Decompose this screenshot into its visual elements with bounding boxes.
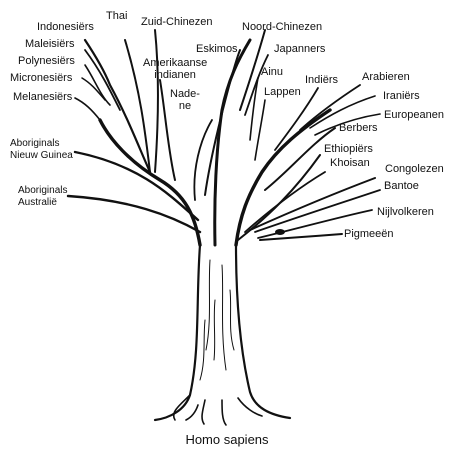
branch-iraniers — [309, 95, 376, 129]
label-ethiopiers: Ethiopiërs — [324, 143, 373, 155]
branch-micronesiers — [81, 77, 106, 101]
label-micronesiers: Micronesiërs — [10, 72, 73, 84]
branch-maleisiers — [84, 49, 121, 111]
label-arabieren: Arabieren — [362, 71, 410, 83]
label-nijlvolkeren: Nijlvolkeren — [377, 206, 434, 218]
branch-noord-chinezen — [239, 29, 266, 111]
label-nadene: Nade- ne — [170, 88, 200, 112]
branch-eskimos — [204, 49, 241, 196]
bark-texture — [199, 259, 235, 381]
branch-nadene — [193, 119, 213, 201]
diagram-caption: Homo sapiens — [185, 432, 269, 447]
label-noord-chinezen: Noord-Chinezen — [242, 21, 323, 33]
branch-main-right — [234, 108, 332, 247]
label-europeanen: Europeanen — [384, 109, 444, 121]
branch-khoisan — [244, 171, 326, 233]
trunk-outline — [153, 243, 292, 422]
label-indonesiers: Indonesiërs — [37, 21, 94, 33]
label-indiers: Indiërs — [305, 74, 339, 86]
branch-congolezen — [249, 177, 376, 231]
label-berbers: Berbers — [339, 122, 378, 134]
branch-bantoe — [254, 189, 381, 233]
label-polynesiers: Polynesiërs — [18, 55, 75, 67]
branch-arabieren — [299, 84, 361, 131]
branch-main-left — [98, 118, 202, 247]
branch-europeanen — [314, 113, 381, 136]
label-pigmeeen: Pigmeeën — [344, 228, 394, 240]
label-lappen: Lappen — [264, 86, 301, 98]
branch-berbers — [264, 127, 336, 191]
branch-amerikaanse — [159, 79, 176, 181]
label-maleisiers: Maleisiërs — [25, 38, 75, 50]
branch-aboriginals-australie — [66, 194, 202, 234]
branch-indonesiers — [83, 38, 152, 174]
label-aboriginals-australie: Aboriginals Australië — [18, 185, 68, 208]
label-bantoe: Bantoe — [384, 180, 419, 192]
label-ainu: Ainu — [261, 66, 284, 78]
branch-polynesiers — [84, 64, 111, 106]
label-thai: Thai — [106, 10, 128, 22]
branch-ainu — [249, 77, 259, 141]
branch-melanesiers — [74, 97, 101, 121]
label-iraniers: Iraniërs — [383, 90, 420, 102]
label-amerikaanse-indianen: Amerikaanse indianen — [143, 57, 208, 81]
branch-zuid-chinezen — [154, 29, 160, 173]
branch-lappen — [254, 99, 266, 161]
label-zuid-chinezen: Zuid-Chinezen — [141, 16, 213, 28]
roots — [172, 394, 263, 426]
branch-aboriginals-nieuw-guinea — [73, 150, 200, 222]
bark-knot — [275, 229, 285, 235]
branch-indiers — [274, 87, 319, 151]
label-aboriginals-nieuw-guinea: Aboriginals Nieuw Guinea — [10, 138, 73, 161]
label-japanners: Japanners — [274, 43, 326, 55]
branch-japanners — [244, 54, 269, 116]
label-congolezen: Congolezen — [385, 163, 444, 175]
label-melanesiers: Melanesiërs — [13, 91, 73, 103]
branch-pigmeeen — [259, 233, 343, 241]
branch-nijlvolkeren — [257, 209, 373, 239]
branch-thai — [124, 39, 151, 173]
label-eskimos: Eskimos — [196, 43, 238, 55]
label-khoisan: Khoisan — [330, 157, 370, 169]
